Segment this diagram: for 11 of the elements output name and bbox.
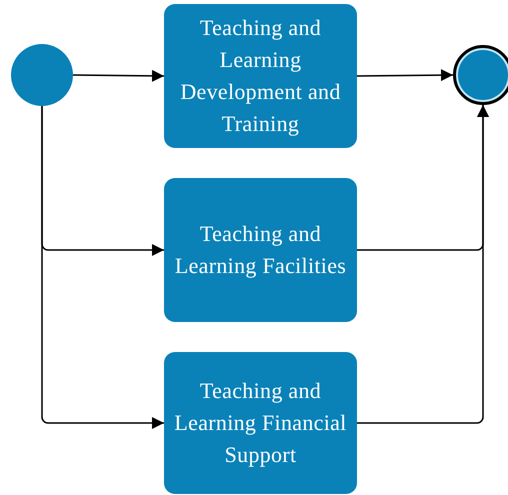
- circle-node: [11, 44, 73, 106]
- process-box: [164, 4, 357, 148]
- box-label: Teaching and Learning Development and Training: [179, 14, 342, 138]
- process-box: [164, 352, 357, 494]
- arrow: [73, 70, 164, 82]
- arrow: [41, 106, 164, 429]
- arrow: [357, 69, 453, 82]
- box-label: Teaching and Learning Facilities: [174, 220, 348, 280]
- box-label: Teaching and Learning Financial Support: [173, 377, 348, 469]
- process-box: [164, 178, 357, 322]
- arrow: [357, 105, 489, 424]
